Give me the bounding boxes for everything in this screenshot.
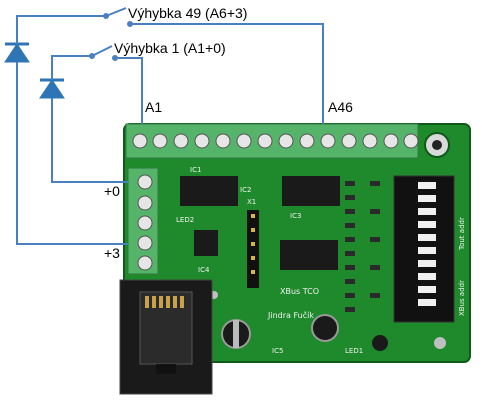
wires xyxy=(16,15,324,245)
ic-label: IC5 xyxy=(272,347,283,355)
terminal-plus0-label: +0 xyxy=(104,183,120,199)
dip-switch xyxy=(393,175,455,323)
rj-connector xyxy=(119,279,213,395)
diode-symbol xyxy=(4,28,30,63)
board-title: XBus TCO xyxy=(280,287,319,296)
switch-bottom xyxy=(89,45,118,61)
led-label: LED1 xyxy=(345,347,363,355)
ic-label: IC1 xyxy=(190,166,201,174)
dip-label-xbus: XBus addr xyxy=(458,280,466,316)
dip-label-tout: Tout addr xyxy=(458,217,466,251)
integrated-circuits xyxy=(180,176,340,270)
smd-components xyxy=(345,181,380,312)
switch-top-label: Výhybka 49 (A6+3) xyxy=(128,5,247,21)
ic-label: IC2 xyxy=(240,186,251,194)
led-label: LED2 xyxy=(176,216,194,224)
capacitors xyxy=(210,291,446,351)
terminal-plus3-label: +3 xyxy=(104,245,120,261)
terminal-a46-label: A46 xyxy=(328,99,353,115)
switch-top xyxy=(103,7,133,27)
switch-bottom-label: Výhybka 1 (A1+0) xyxy=(114,40,226,56)
terminal-a1-label: A1 xyxy=(145,99,162,115)
connector-label: X1 xyxy=(247,198,256,206)
diode-symbol xyxy=(39,64,65,99)
terminal-block-top xyxy=(125,123,419,159)
ic-label: IC3 xyxy=(290,212,301,220)
ic-label: IC4 xyxy=(198,266,210,274)
pin-header-x1 xyxy=(247,210,259,288)
board-author: Jindra Fučík xyxy=(267,310,314,320)
terminal-block-left xyxy=(127,167,159,275)
